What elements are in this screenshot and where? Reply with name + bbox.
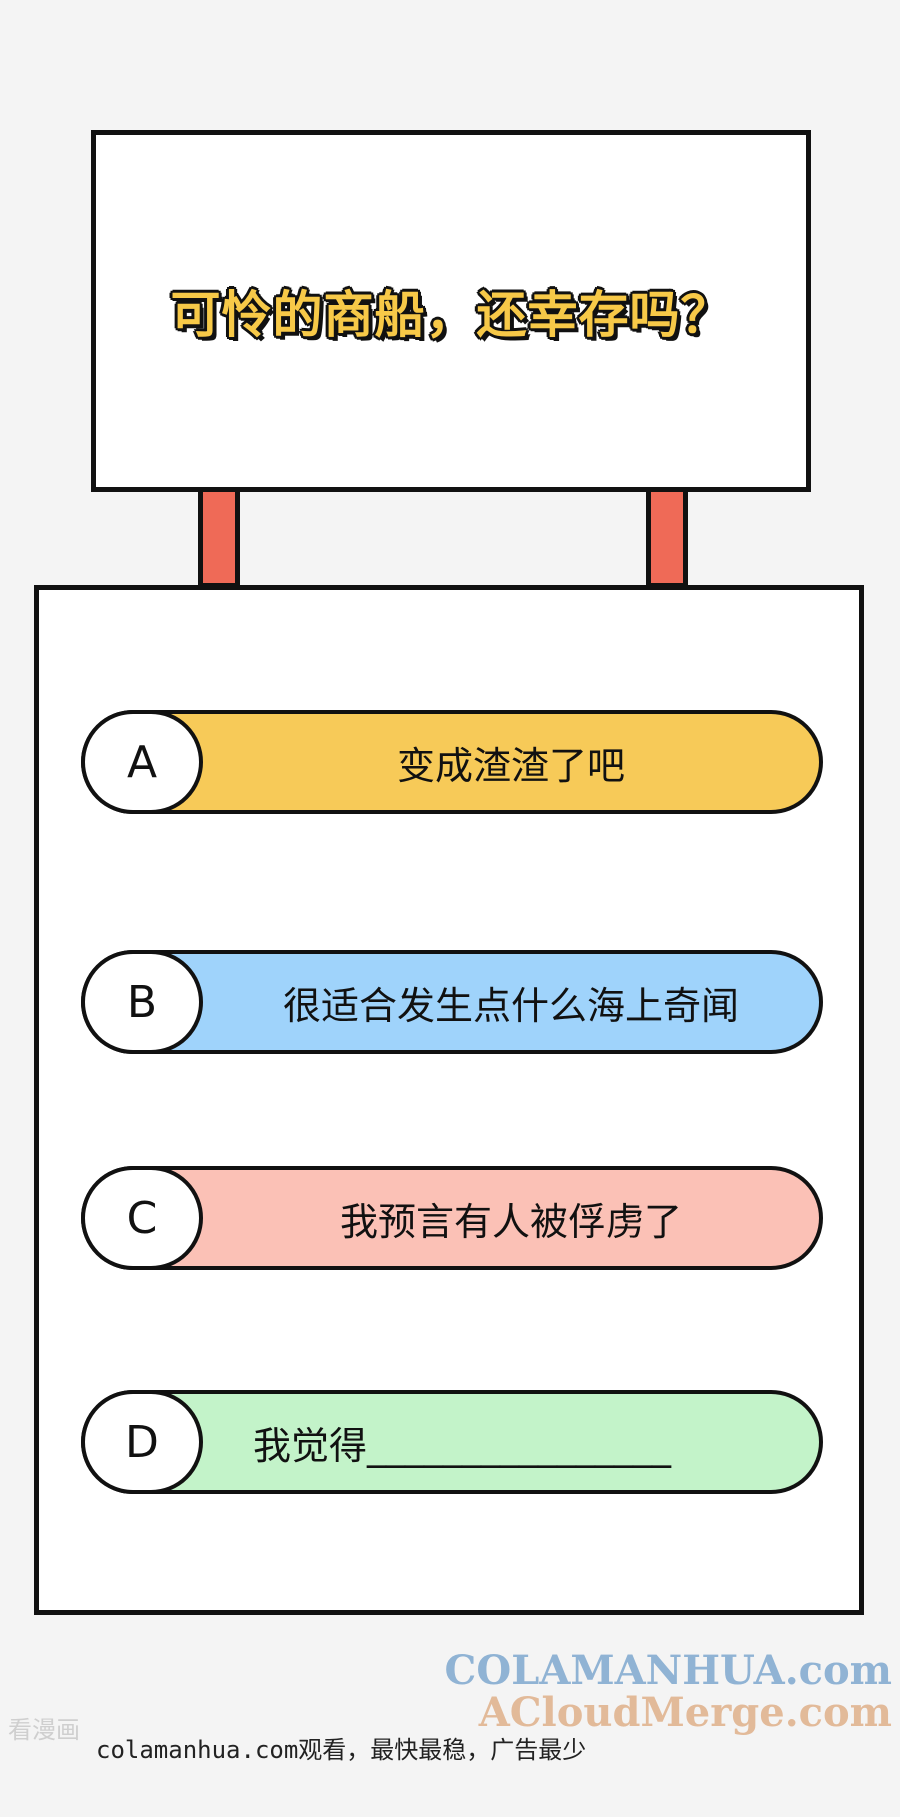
- question-sign: 可怜的商船，还幸存吗？: [91, 130, 811, 492]
- option-letter: C: [81, 1166, 203, 1270]
- option-a[interactable]: A 变成渣渣了吧: [81, 710, 823, 814]
- watermark-logo-line1: COLAMANHUA.com: [444, 1647, 892, 1694]
- watermark-left: 看漫画: [8, 1716, 80, 1744]
- option-d[interactable]: D 我觉得________________: [81, 1390, 823, 1494]
- option-c[interactable]: C 我预言有人被俘虏了: [81, 1166, 823, 1270]
- option-letter: D: [81, 1390, 203, 1494]
- options-board: A 变成渣渣了吧 B 很适合发生点什么海上奇闻 C 我预言有人被俘虏了 D 我觉…: [34, 585, 864, 1615]
- option-letter: B: [81, 950, 203, 1054]
- option-text: 我觉得________________: [253, 1423, 672, 1468]
- option-text: 很适合发生点什么海上奇闻: [282, 983, 739, 1028]
- sign-post-left: [198, 492, 240, 588]
- option-text: 变成渣渣了吧: [396, 743, 625, 788]
- watermark-logo: COLAMANHUA.com ACloudMerge.com: [445, 1650, 892, 1734]
- option-letter: A: [81, 710, 203, 814]
- question-title: 可怜的商船，还幸存吗？: [170, 286, 732, 344]
- watermark-logo-line2: ACloudMerge.com: [478, 1689, 892, 1736]
- option-b[interactable]: B 很适合发生点什么海上奇闻: [81, 950, 823, 1054]
- footer-text: colamanhua.com观看，最快最稳，广告最少: [96, 1736, 587, 1764]
- sign-post-right: [646, 492, 688, 588]
- option-text: 我预言有人被俘虏了: [339, 1199, 682, 1244]
